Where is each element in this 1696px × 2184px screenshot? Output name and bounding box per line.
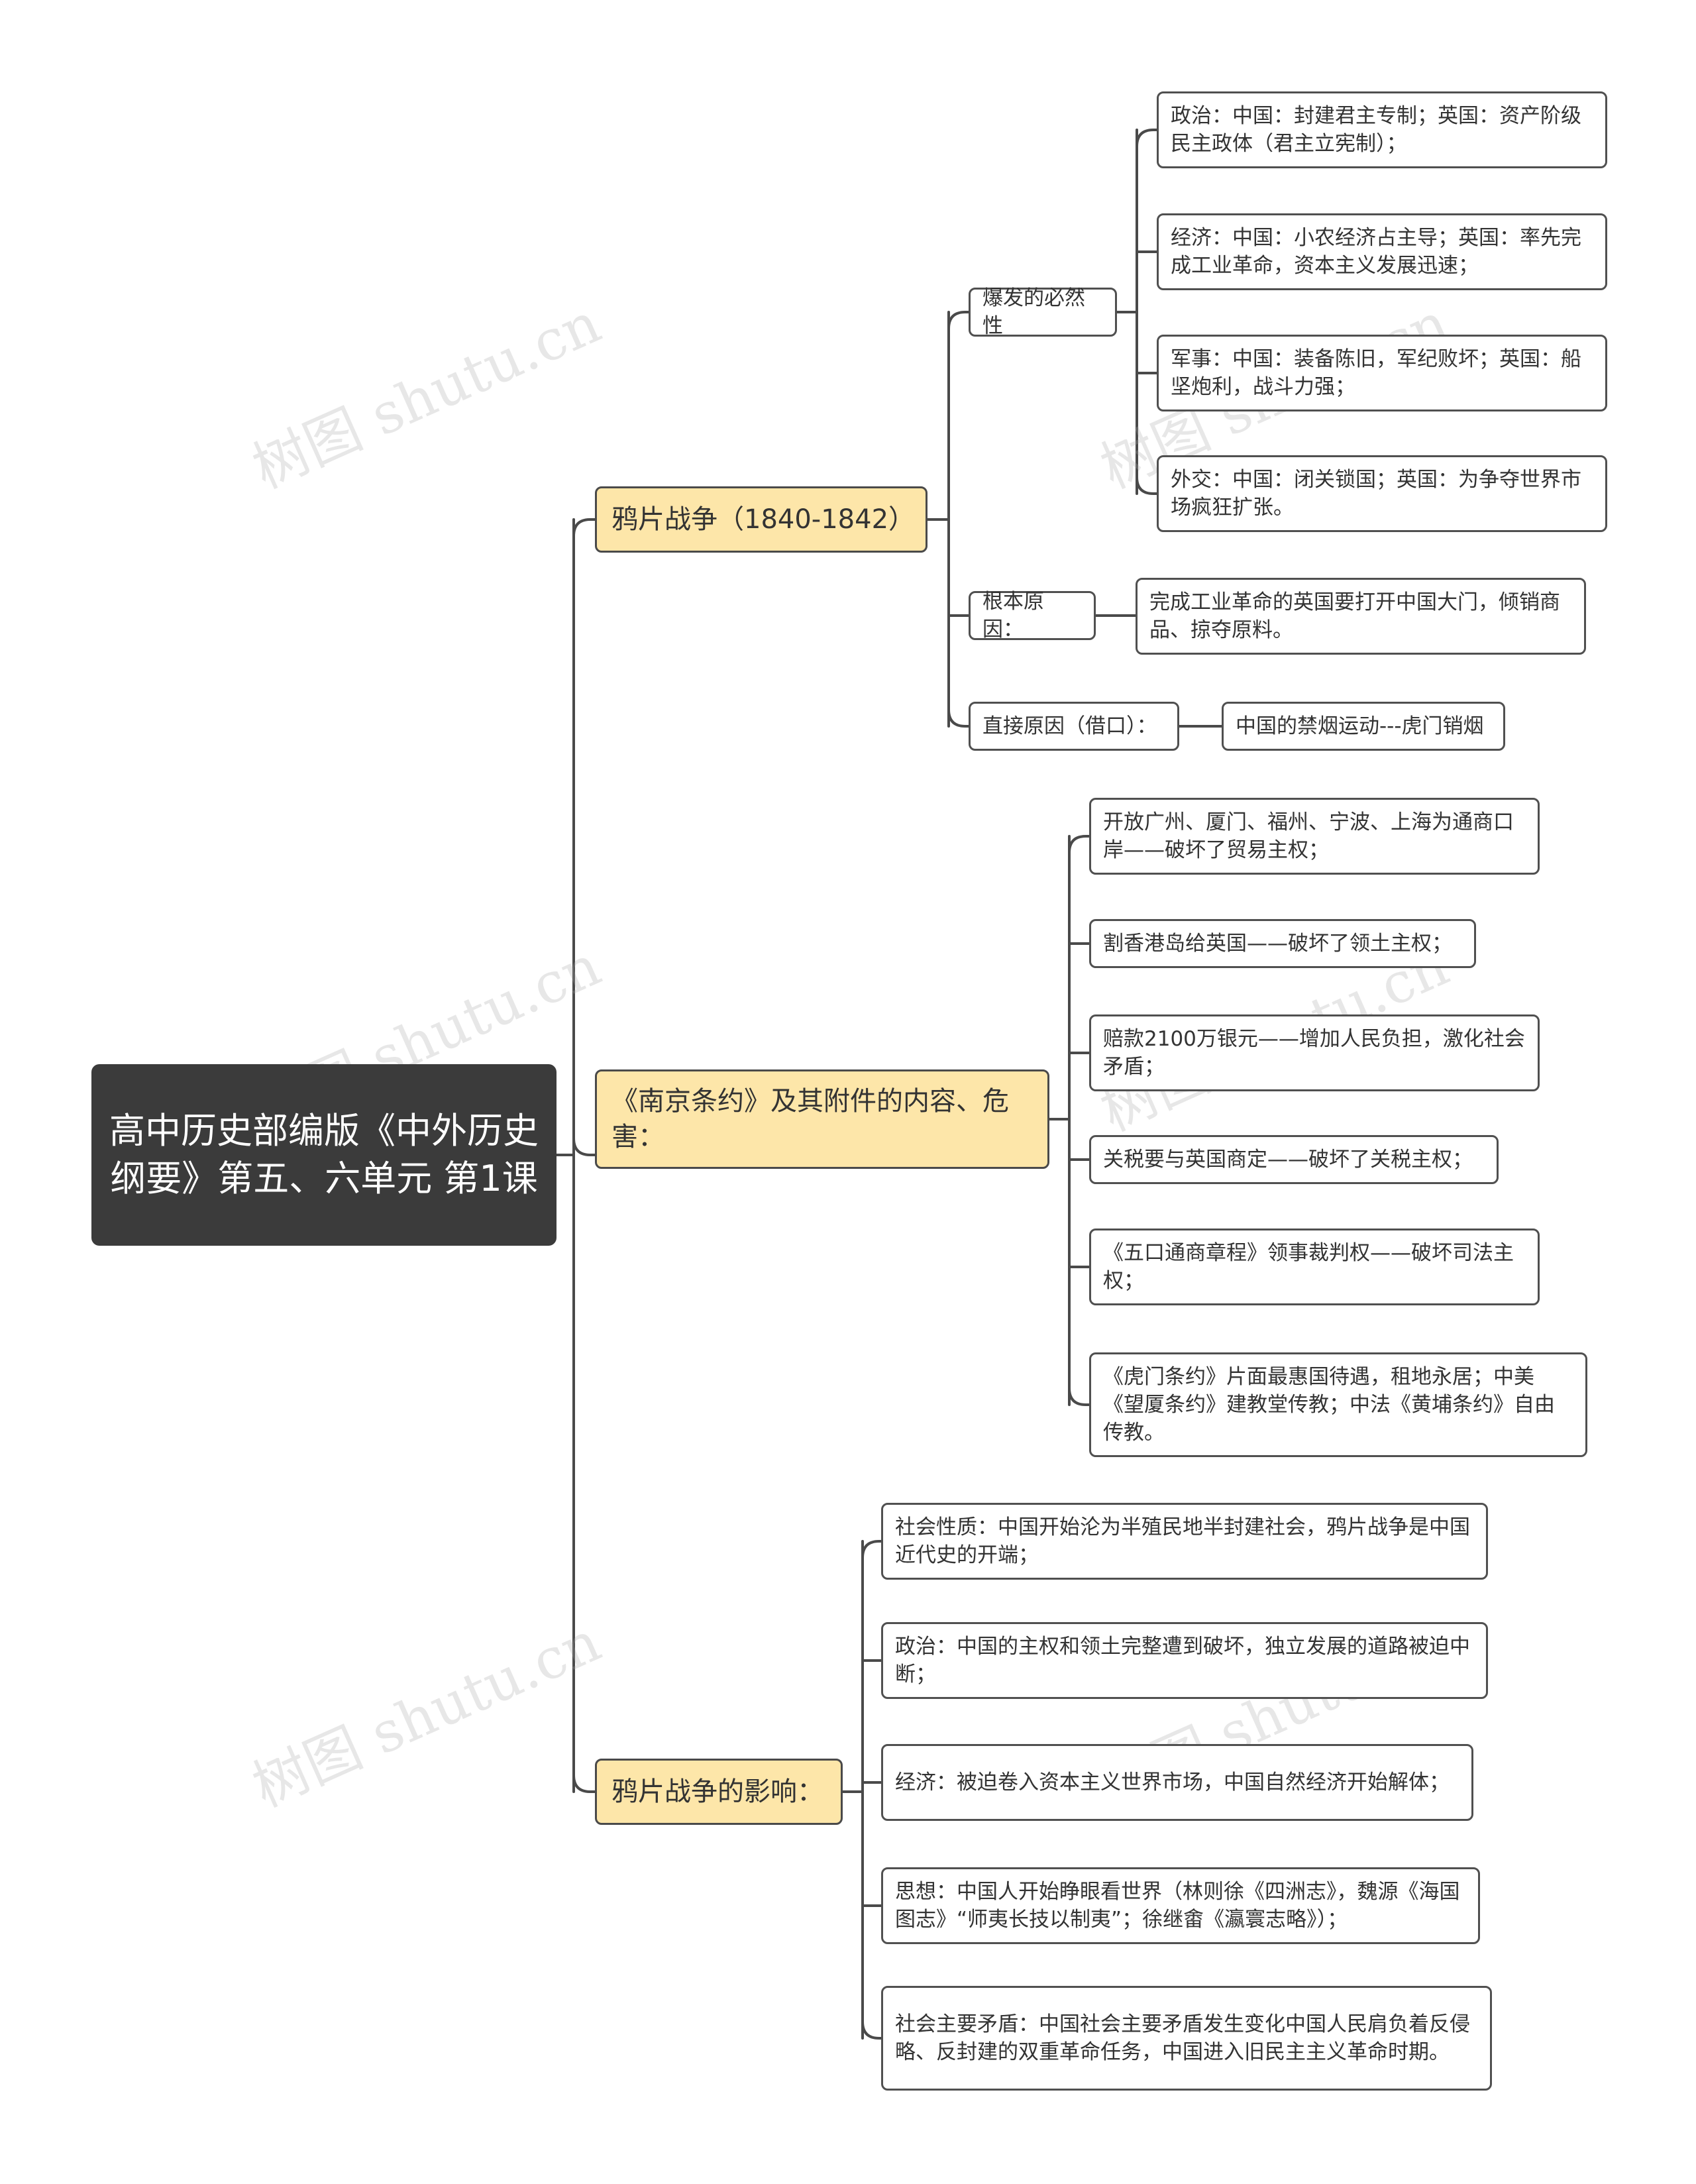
leaf-text: 完成工业革命的英国要打开中国大门，倾销商品、掠夺原料。	[1149, 590, 1560, 642]
topic-opium-war[interactable]: 鸦片战争（1840-1842）	[595, 486, 928, 553]
topic-label: 《南京条约》及其附件的内容、危害：	[611, 1086, 1009, 1152]
leaf-economy-comparison[interactable]: 经济：中国：小农经济占主导；英国：率先完成工业革命，资本主义发展迅速；	[1157, 213, 1607, 290]
leaf-text: 军事：中国：装备陈旧，军纪败坏；英国：船坚炮利，战斗力强；	[1171, 347, 1581, 399]
root-topic[interactable]: 高中历史部编版《中外历史纲要》第五、六单元 第1课	[91, 1064, 556, 1246]
leaf-text: 经济：中国：小农经济占主导；英国：率先完成工业革命，资本主义发展迅速；	[1171, 226, 1581, 278]
subtopic-inevitability[interactable]: 爆发的必然性	[969, 286, 1117, 338]
leaf-text: 外交：中国：闭关锁国；英国：为争夺世界市场疯狂扩张。	[1171, 468, 1581, 519]
leaf-treaty-ports[interactable]: 开放广州、厦门、福州、宁波、上海为通商口岸——破坏了贸易主权；	[1089, 798, 1540, 875]
leaf-text: 政治：中国的主权和领土完整遭到破坏，独立发展的道路被迫中断；	[895, 1635, 1470, 1686]
leaf-consular-jurisdiction[interactable]: 《五口通商章程》领事裁判权——破坏司法主权；	[1089, 1228, 1540, 1305]
leaf-political-impact[interactable]: 政治：中国的主权和领土完整遭到破坏，独立发展的道路被迫中断；	[881, 1622, 1488, 1699]
subtopic-label: 根本原因：	[982, 590, 1044, 641]
leaf-indemnity[interactable]: 赔款2100万银元——增加人民负担，激化社会矛盾；	[1089, 1014, 1540, 1091]
leaf-hong-kong-cession[interactable]: 割香港岛给英国——破坏了领土主权；	[1089, 919, 1476, 968]
leaf-text: 中国的禁烟运动---虎门销烟	[1236, 714, 1484, 738]
leaf-diplomacy-comparison[interactable]: 外交：中国：闭关锁国；英国：为争夺世界市场疯狂扩张。	[1157, 455, 1607, 532]
leaf-economic-impact[interactable]: 经济：被迫卷入资本主义世界市场，中国自然经济开始解体；	[881, 1744, 1473, 1821]
subtopic-root-cause[interactable]: 根本原因：	[969, 590, 1096, 641]
leaf-root-cause[interactable]: 完成工业革命的英国要打开中国大门，倾销商品、掠夺原料。	[1136, 578, 1586, 655]
leaf-text: 割香港岛给英国——破坏了领土主权；	[1103, 932, 1452, 956]
topic-war-impact[interactable]: 鸦片战争的影响：	[595, 1759, 843, 1825]
leaf-text: 思想：中国人开始睁眼看世界（林则徐《四洲志》，魏源《海国图志》“师夷长技以制夷”…	[895, 1880, 1460, 1932]
leaf-thought-impact[interactable]: 思想：中国人开始睁眼看世界（林则徐《四洲志》，魏源《海国图志》“师夷长技以制夷”…	[881, 1867, 1480, 1944]
leaf-text: 关税要与英国商定——破坏了关税主权；	[1103, 1148, 1473, 1172]
leaf-main-contradiction[interactable]: 社会主要矛盾：中国社会主要矛盾发生变化中国人民肩负着反侵略、反封建的双重革命任务…	[881, 1986, 1492, 2091]
subtopic-direct-cause[interactable]: 直接原因（借口）：	[969, 702, 1179, 751]
leaf-direct-cause[interactable]: 中国的禁烟运动---虎门销烟	[1222, 702, 1505, 751]
leaf-text: 社会主要矛盾：中国社会主要矛盾发生变化中国人民肩负着反侵略、反封建的双重革命任务…	[895, 2012, 1470, 2064]
leaf-text: 社会性质：中国开始沦为半殖民地半封建社会，鸦片战争是中国近代史的开端；	[895, 1515, 1470, 1567]
leaf-military-comparison[interactable]: 军事：中国：装备陈旧，军纪败坏；英国：船坚炮利，战斗力强；	[1157, 335, 1607, 411]
topic-nanjing-treaty[interactable]: 《南京条约》及其附件的内容、危害：	[595, 1069, 1049, 1169]
leaf-text: 赔款2100万银元——增加人民负担，激化社会矛盾；	[1103, 1027, 1525, 1079]
leaf-tariff[interactable]: 关税要与英国商定——破坏了关税主权；	[1089, 1135, 1499, 1184]
subtopic-label: 爆发的必然性	[982, 286, 1085, 338]
leaf-text: 《虎门条约》片面最惠国待遇，租地永居；中美《望厦条约》建教堂传教；中法《黄埔条约…	[1103, 1365, 1555, 1445]
subtopic-label: 直接原因（借口）：	[982, 714, 1157, 738]
leaf-text: 《五口通商章程》领事裁判权——破坏司法主权；	[1103, 1241, 1514, 1293]
root-topic-label: 高中历史部编版《中外历史纲要》第五、六单元 第1课	[109, 1110, 539, 1199]
topic-label: 鸦片战争（1840-1842）	[611, 504, 916, 535]
leaf-social-nature[interactable]: 社会性质：中国开始沦为半殖民地半封建社会，鸦片战争是中国近代史的开端；	[881, 1503, 1488, 1580]
leaf-politics-comparison[interactable]: 政治：中国：封建君主专制；英国：资产阶级民主政体（君主立宪制）；	[1157, 91, 1607, 168]
leaf-supplementary-treaties[interactable]: 《虎门条约》片面最惠国待遇，租地永居；中美《望厦条约》建教堂传教；中法《黄埔条约…	[1089, 1352, 1587, 1457]
leaf-text: 政治：中国：封建君主专制；英国：资产阶级民主政体（君主立宪制）；	[1171, 104, 1581, 156]
leaf-text: 经济：被迫卷入资本主义世界市场，中国自然经济开始解体；	[895, 1771, 1450, 1794]
topic-label: 鸦片战争的影响：	[611, 1776, 823, 1807]
leaf-text: 开放广州、厦门、福州、宁波、上海为通商口岸——破坏了贸易主权；	[1103, 810, 1514, 862]
